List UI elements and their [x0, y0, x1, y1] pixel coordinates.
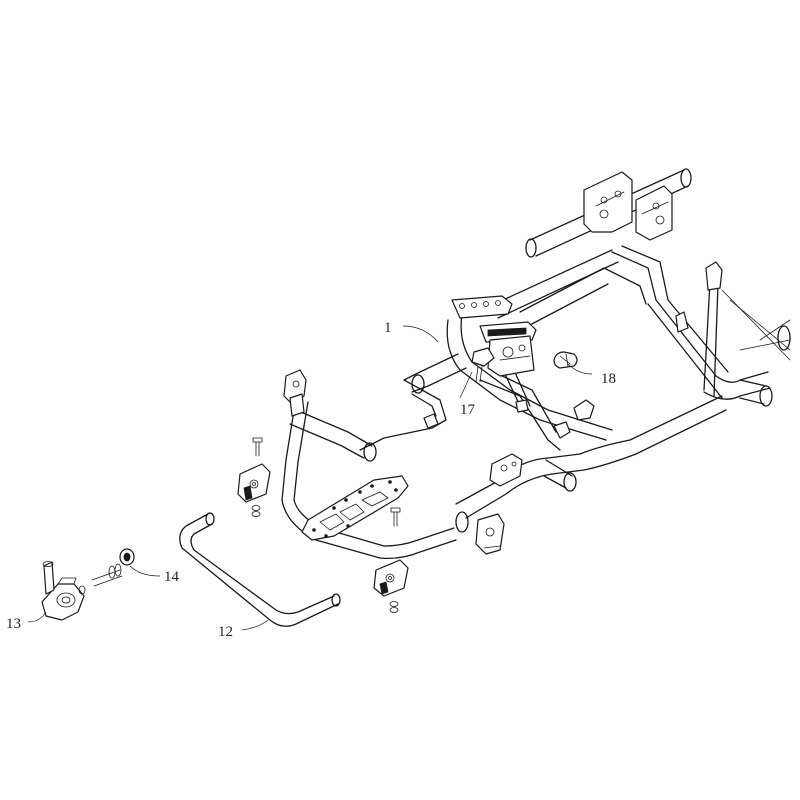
rear-right-corner — [699, 325, 791, 407]
part-17-clip — [471, 347, 495, 383]
callout-13: 13 — [6, 616, 21, 632]
leader-17 — [459, 371, 473, 399]
callout-18: 18 — [601, 371, 616, 387]
chassis-frame — [237, 168, 791, 613]
part-18-clamp — [553, 351, 578, 369]
front-right-bracket — [489, 453, 523, 487]
kingpin-bracket-bottom — [373, 559, 409, 597]
leader-13 — [27, 611, 47, 623]
rear-bearing-carrier-left — [583, 171, 633, 233]
rear-bearing-carrier-right — [635, 185, 673, 241]
front-right-upright-bracket — [475, 513, 505, 555]
part-12-bumper-bar — [179, 512, 341, 627]
leader-12 — [241, 619, 269, 631]
seat-strut — [423, 311, 689, 439]
callout-12: 12 — [218, 624, 233, 640]
floor-tray — [301, 475, 409, 541]
part-14-kingpin-hardware — [78, 548, 135, 595]
leader-lines — [27, 325, 593, 631]
right-side-rail — [455, 395, 727, 519]
middle-stub-tube — [543, 459, 577, 492]
leader-1 — [402, 325, 439, 343]
kingpin-bracket-left — [237, 463, 271, 503]
callout-labels: 1 12 13 14 17 18 — [6, 320, 616, 640]
side-upright-post — [703, 261, 791, 397]
callout-17: 17 — [460, 402, 476, 418]
kingpin-bracket-top — [283, 369, 307, 417]
callout-1: 1 — [384, 320, 392, 336]
kingpin-bolts — [251, 437, 401, 613]
steering-bracket — [451, 295, 537, 377]
part-13-knuckle — [41, 561, 85, 621]
callout-14: 14 — [164, 569, 180, 585]
leader-18 — [567, 363, 593, 375]
leader-14 — [129, 565, 161, 577]
rear-frame-rails — [519, 245, 729, 377]
